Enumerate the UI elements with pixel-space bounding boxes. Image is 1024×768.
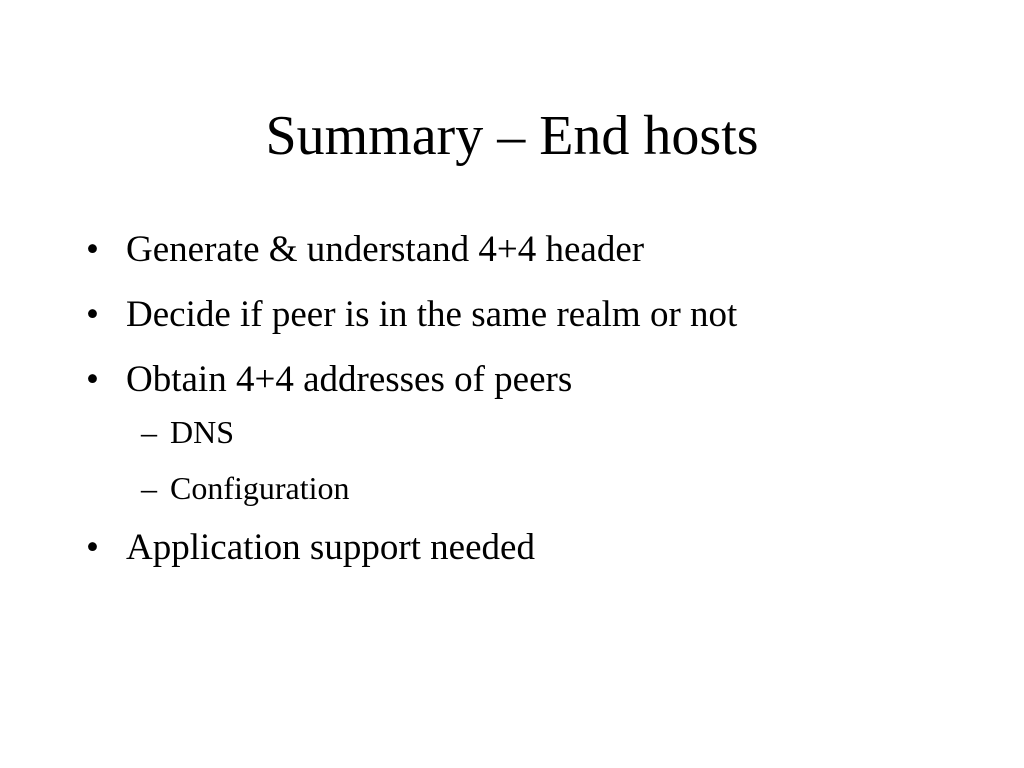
bullet-marker: • <box>86 294 99 335</box>
bullet-marker: • <box>86 359 99 400</box>
bullet-list: • Generate & understand 4+4 header • Dec… <box>86 228 986 591</box>
bullet-text: Obtain 4+4 addresses of peers <box>126 359 573 400</box>
bullet-item: • Generate & understand 4+4 header <box>86 228 986 272</box>
bullet-item: • Application support needed <box>86 526 986 570</box>
sub-bullet-text: DNS <box>170 414 235 450</box>
bullet-item: • Obtain 4+4 addresses of peers <box>86 358 986 402</box>
bullet-text: Application support needed <box>126 527 535 568</box>
sub-bullet-text: Configuration <box>170 470 350 506</box>
sub-bullet-item: – Configuration <box>86 469 986 507</box>
bullet-marker: • <box>86 229 99 270</box>
sub-bullet-list: – DNS – Configuration <box>86 413 986 507</box>
bullet-item: • Decide if peer is in the same realm or… <box>86 293 986 337</box>
sub-bullet-marker: – <box>141 470 157 506</box>
sub-bullet-marker: – <box>141 414 157 450</box>
slide-title: Summary – End hosts <box>265 105 759 167</box>
sub-bullet-item: – DNS <box>86 413 986 451</box>
bullet-text: Generate & understand 4+4 header <box>126 229 645 270</box>
bullet-text: Decide if peer is in the same realm or n… <box>126 294 738 335</box>
sub-list-container: – DNS – Configuration <box>86 413 986 507</box>
bullet-marker: • <box>86 527 99 568</box>
